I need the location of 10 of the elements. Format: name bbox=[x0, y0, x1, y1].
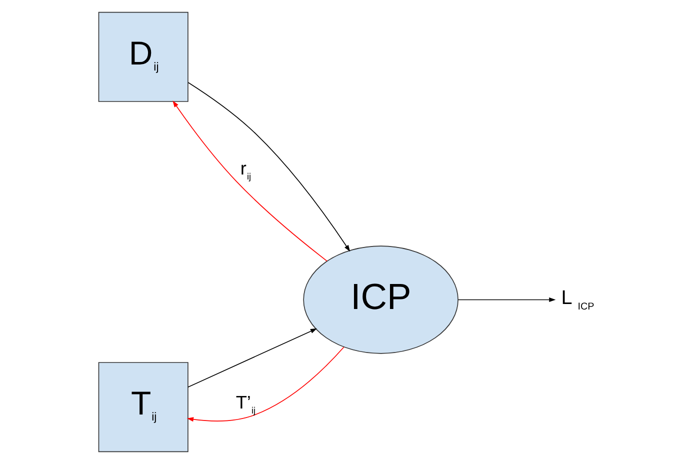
arrow bbox=[187, 328, 317, 388]
edge-label: r$_{ij}$ bbox=[240, 158, 251, 182]
arrow bbox=[457, 296, 556, 302]
arrow bbox=[187, 82, 350, 252]
node-box: T$_{ij}$ bbox=[98, 362, 188, 452]
arrow bbox=[186, 346, 344, 422]
arrow bbox=[172, 100, 327, 261]
node-box: D$_{ij}$ bbox=[98, 11, 188, 102]
edge-label: T’$_{ij}$ bbox=[235, 392, 256, 415]
node-text: L $_{ICP}$ bbox=[560, 286, 594, 312]
